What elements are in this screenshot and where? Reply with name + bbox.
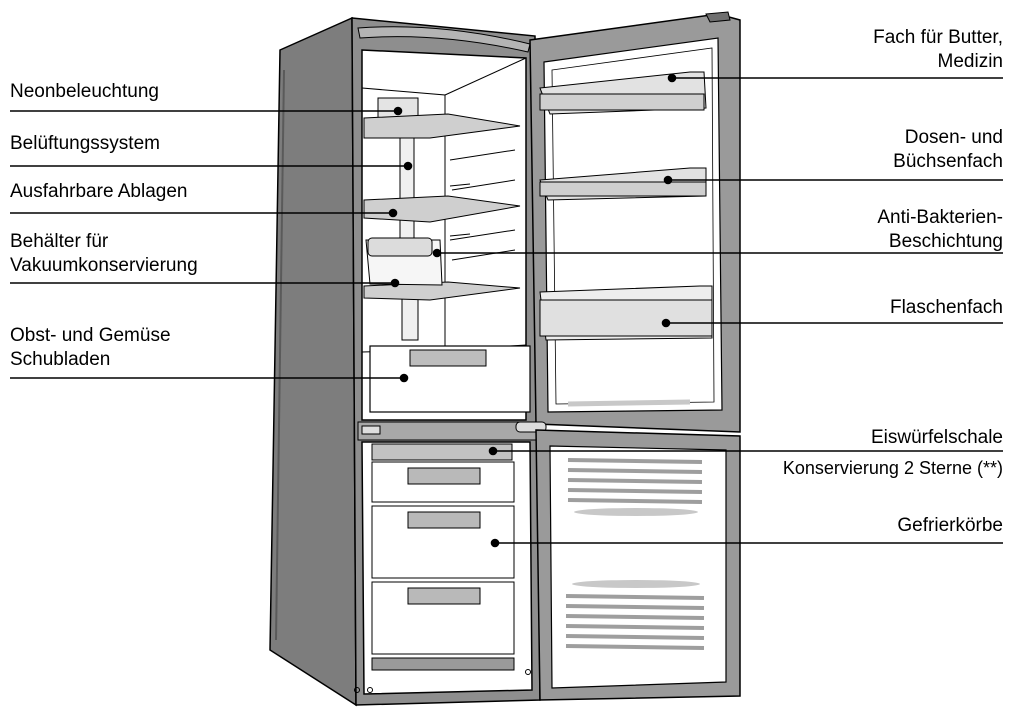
shelf-guides bbox=[449, 149, 516, 261]
leader-dot-gefrierkoerbe bbox=[490, 538, 500, 548]
leader-dot-flaschenfach bbox=[661, 318, 671, 328]
label-line: Fach für Butter, bbox=[873, 27, 1003, 48]
vacuum-container-lid bbox=[367, 237, 433, 257]
label-neonbeleuchtung: Neonbeleuchtung bbox=[10, 80, 159, 104]
label-line: Konservierung 2 Sterne (**) bbox=[782, 458, 1003, 478]
leader-dot-neonbeleuchtung bbox=[393, 106, 403, 116]
label-line: Ausfahrbare Ablagen bbox=[10, 181, 188, 202]
freezer-vent-shadow bbox=[572, 580, 700, 588]
glass-shelf-1 bbox=[363, 113, 521, 139]
screw-dot bbox=[525, 669, 531, 675]
leader-dot-anti-bakterien bbox=[432, 248, 442, 258]
door-gasket-mark bbox=[567, 399, 691, 407]
leader-dot-belueftungssystem bbox=[403, 161, 413, 171]
leader-dot-eiswuerfelschale bbox=[488, 446, 498, 456]
leader-lines bbox=[10, 73, 1003, 548]
freezer-vent-shadow bbox=[574, 508, 698, 516]
can-compartment-front bbox=[539, 181, 707, 197]
leader-dot-butterfach bbox=[667, 73, 677, 83]
label-konservierung: Konservierung 2 Sterne (**) bbox=[783, 456, 1003, 480]
label-line: Büchsenfach bbox=[893, 151, 1003, 172]
label-ausfahrbare-ablagen: Ausfahrbare Ablagen bbox=[10, 180, 187, 204]
label-gefrierkoerbe: Gefrierkörbe bbox=[897, 514, 1003, 538]
freezer-drawer-2-handle bbox=[407, 511, 481, 529]
ventilation-column-lower bbox=[401, 294, 419, 341]
label-vakuum-behaelter: Behälter für Vakuumkonservierung bbox=[10, 230, 198, 278]
screw-dot bbox=[354, 687, 360, 693]
butter-compartment-front bbox=[539, 93, 705, 111]
label-line: Gefrierkörbe bbox=[897, 515, 1003, 536]
label-line: Schubladen bbox=[10, 349, 111, 370]
label-butterfach: Fach für Butter, Medizin bbox=[873, 26, 1003, 74]
glass-shelf-2 bbox=[363, 195, 521, 223]
cabinet-top-rim bbox=[357, 26, 531, 53]
label-eiswuerfelschale: Eiswürfelschale bbox=[871, 426, 1003, 450]
label-line: Neonbeleuchtung bbox=[10, 81, 159, 102]
ventilation-column bbox=[399, 121, 415, 243]
freezer-vent-upper bbox=[567, 458, 703, 504]
freezer-bottom-strip bbox=[371, 657, 515, 671]
divider-handle bbox=[361, 425, 381, 435]
label-line: Medizin bbox=[937, 51, 1003, 72]
bottle-compartment-front bbox=[539, 299, 713, 337]
leader-dot-dosenfach bbox=[663, 175, 673, 185]
label-anti-bakterien: Anti-Bakterien- Beschichtung bbox=[877, 206, 1003, 254]
freezer-vent-lower bbox=[565, 594, 705, 650]
compartment-divider bbox=[357, 421, 539, 441]
label-line: Behälter für bbox=[10, 231, 109, 252]
label-dosenfach: Dosen- und Büchsenfach bbox=[893, 126, 1003, 174]
label-line: Dosen- und bbox=[904, 127, 1003, 148]
label-belueftungssystem: Belüftungssystem bbox=[10, 132, 160, 156]
label-line: Eiswürfelschale bbox=[871, 427, 1003, 448]
side-panel-edge bbox=[275, 69, 285, 641]
label-line: Obst- und Gemüse bbox=[10, 325, 171, 346]
label-gemuese-schubladen: Obst- und Gemüse Schubladen bbox=[10, 324, 171, 372]
freezer-drawer-1-handle bbox=[407, 467, 481, 485]
label-line: Vakuumkonservierung bbox=[10, 255, 198, 276]
back-wall-corner bbox=[444, 57, 527, 96]
leader-dot-gemuese-schubladen bbox=[399, 373, 409, 383]
ice-tray bbox=[371, 443, 513, 461]
leader-dot-vakuum-behaelter bbox=[390, 278, 400, 288]
label-line: Anti-Bakterien- bbox=[877, 207, 1003, 228]
freezer-drawer-3-handle bbox=[407, 587, 481, 605]
screw-dot bbox=[367, 687, 373, 693]
label-flaschenfach: Flaschenfach bbox=[890, 296, 1003, 320]
crisper-handle bbox=[409, 349, 487, 367]
label-line: Flaschenfach bbox=[889, 297, 1003, 318]
fridge-door-hinge bbox=[705, 11, 731, 23]
label-line: Beschichtung bbox=[888, 231, 1003, 252]
leader-dot-ausfahrbare-ablagen bbox=[388, 208, 398, 218]
label-line: Belüftungssystem bbox=[10, 133, 160, 154]
